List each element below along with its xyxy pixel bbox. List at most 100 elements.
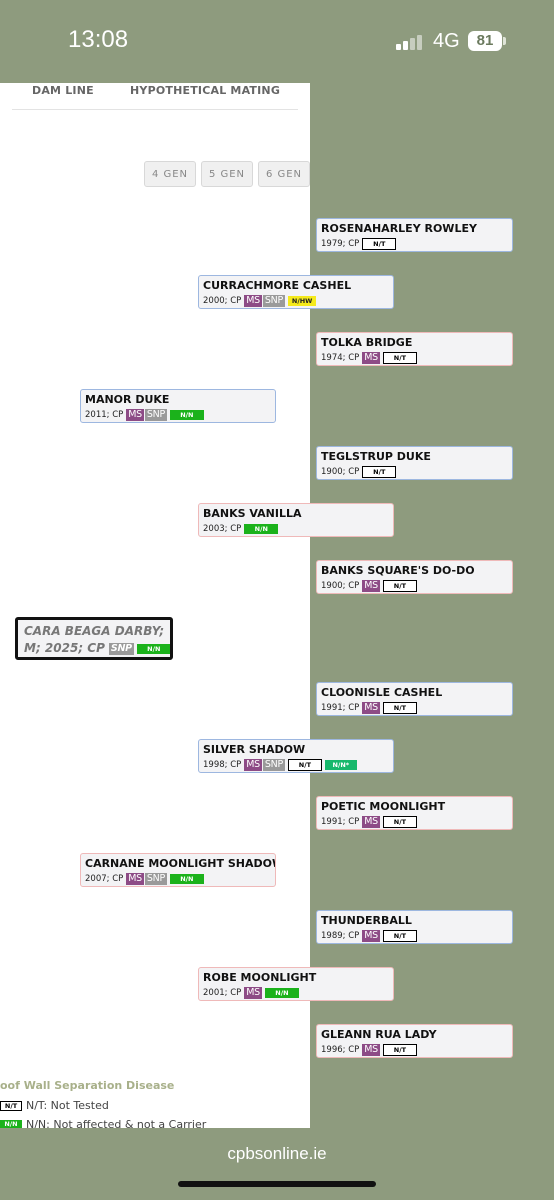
horse-year-breed: 1979; CP — [321, 239, 360, 249]
horse-year-breed: 1996; CP — [321, 1045, 360, 1055]
subject-details: M; 2025; CP — [24, 641, 105, 655]
health-status-badge: N/T — [382, 352, 417, 364]
horse-name: TEGLSTRUP DUKE — [321, 450, 431, 463]
tab-hypothetical-mating[interactable]: HYPOTHETICAL MATING — [130, 84, 281, 97]
cellular-signal-icon — [396, 34, 426, 50]
ms-badge: MS — [362, 816, 380, 828]
legend-item: N/N N/N: Not affected & not a Carrier — [0, 1118, 206, 1131]
ms-badge: MS — [362, 580, 380, 592]
gen-4-button[interactable]: 4 GEN — [144, 161, 196, 187]
horse-name: SILVER SHADOW — [203, 743, 306, 756]
horse-year-breed: 1900; CP — [321, 467, 360, 477]
subject-name: CARA BEAGA DARBY; — [24, 624, 165, 638]
horse-name: GLEANN RUA LADY — [321, 1028, 437, 1041]
horse-name: CURRACHMORE CASHEL — [203, 279, 352, 292]
horse-year-breed: 2000; CP — [203, 296, 242, 306]
ms-badge: MS — [362, 1044, 380, 1056]
legend-text: N/T: Not Tested — [26, 1099, 109, 1112]
horse-year-breed: 2007; CP — [85, 874, 124, 884]
horse-name: ROBE MOONLIGHT — [203, 971, 317, 984]
ms-badge: MS — [126, 409, 144, 421]
home-indicator[interactable] — [178, 1181, 376, 1187]
ms-badge: MS — [244, 759, 262, 771]
health-status-badge: N/HW — [287, 296, 317, 306]
ms-badge: MS — [362, 352, 380, 364]
snp-badge: SNP — [262, 295, 285, 307]
browser-url-bar[interactable] — [0, 1128, 554, 1200]
tab-dam-line[interactable]: DAM LINE — [32, 84, 94, 97]
health-status-badge: N/N — [264, 988, 299, 998]
horse-year-breed: 1991; CP — [321, 703, 360, 713]
clock: 13:08 — [68, 26, 129, 53]
ms-badge: MS — [362, 702, 380, 714]
horse-year-breed: 2011; CP — [85, 410, 124, 420]
legend-swatch: N/N — [0, 1119, 22, 1130]
health-status-badge: N/N — [169, 874, 204, 884]
horse-year-breed: 1974; CP — [321, 353, 360, 363]
horse-year-breed: 2003; CP — [203, 524, 242, 534]
snp-badge: SNP — [144, 409, 167, 421]
snp-badge: SNP — [108, 642, 134, 655]
legend-swatch: N/T — [0, 1100, 22, 1111]
gen-6-button[interactable]: 6 GEN — [258, 161, 310, 187]
horse-name: MANOR DUKE — [85, 393, 170, 406]
tab-divider — [12, 109, 298, 110]
legend-text: N/N: Not affected & not a Carrier — [26, 1118, 207, 1131]
gen-5-button[interactable]: 5 GEN — [201, 161, 253, 187]
horse-year-breed: 1989; CP — [321, 931, 360, 941]
horse-name: ROSENAHARLEY ROWLEY — [321, 222, 477, 235]
horse-year-breed: 1998; CP — [203, 760, 242, 770]
health-status-badge: N/T — [362, 238, 397, 250]
status-bar: 13:08 4G 81 — [0, 0, 554, 80]
subject-horse-card[interactable]: CARA BEAGA DARBY; M; 2025; CP SNP N/N — [15, 617, 173, 660]
horse-name: POETIC MOONLIGHT — [321, 800, 446, 813]
horse-year-breed: 1991; CP — [321, 817, 360, 827]
legend-item: N/T N/T: Not Tested — [0, 1099, 109, 1112]
battery-icon: 81 — [468, 31, 502, 51]
health-status-badge: N/N — [136, 643, 170, 654]
health-status-badge: N/T — [287, 759, 322, 771]
legend-title: oof Wall Separation Disease — [0, 1079, 175, 1092]
content-panel — [0, 83, 310, 1128]
url-text[interactable]: cpbsonline.ie — [227, 1144, 327, 1163]
battery-tip — [503, 37, 506, 45]
health-status-badge: N/T — [382, 816, 417, 828]
health-status-badge: N/N — [169, 410, 204, 420]
health-status-badge: N/T — [382, 580, 417, 592]
horse-year-breed: 1900; CP — [321, 581, 360, 591]
health-status-badge: N/T — [382, 1044, 417, 1056]
health-status-badge: N/T — [362, 466, 397, 478]
health-status-badge: N/T — [382, 702, 417, 714]
health-status-badge: N/T — [382, 930, 417, 942]
snp-badge: SNP — [262, 759, 285, 771]
horse-name: BANKS SQUARE'S DO-DO — [321, 564, 475, 577]
horse-year-breed: 2001; CP — [203, 988, 242, 998]
ms-badge: MS — [244, 987, 262, 999]
